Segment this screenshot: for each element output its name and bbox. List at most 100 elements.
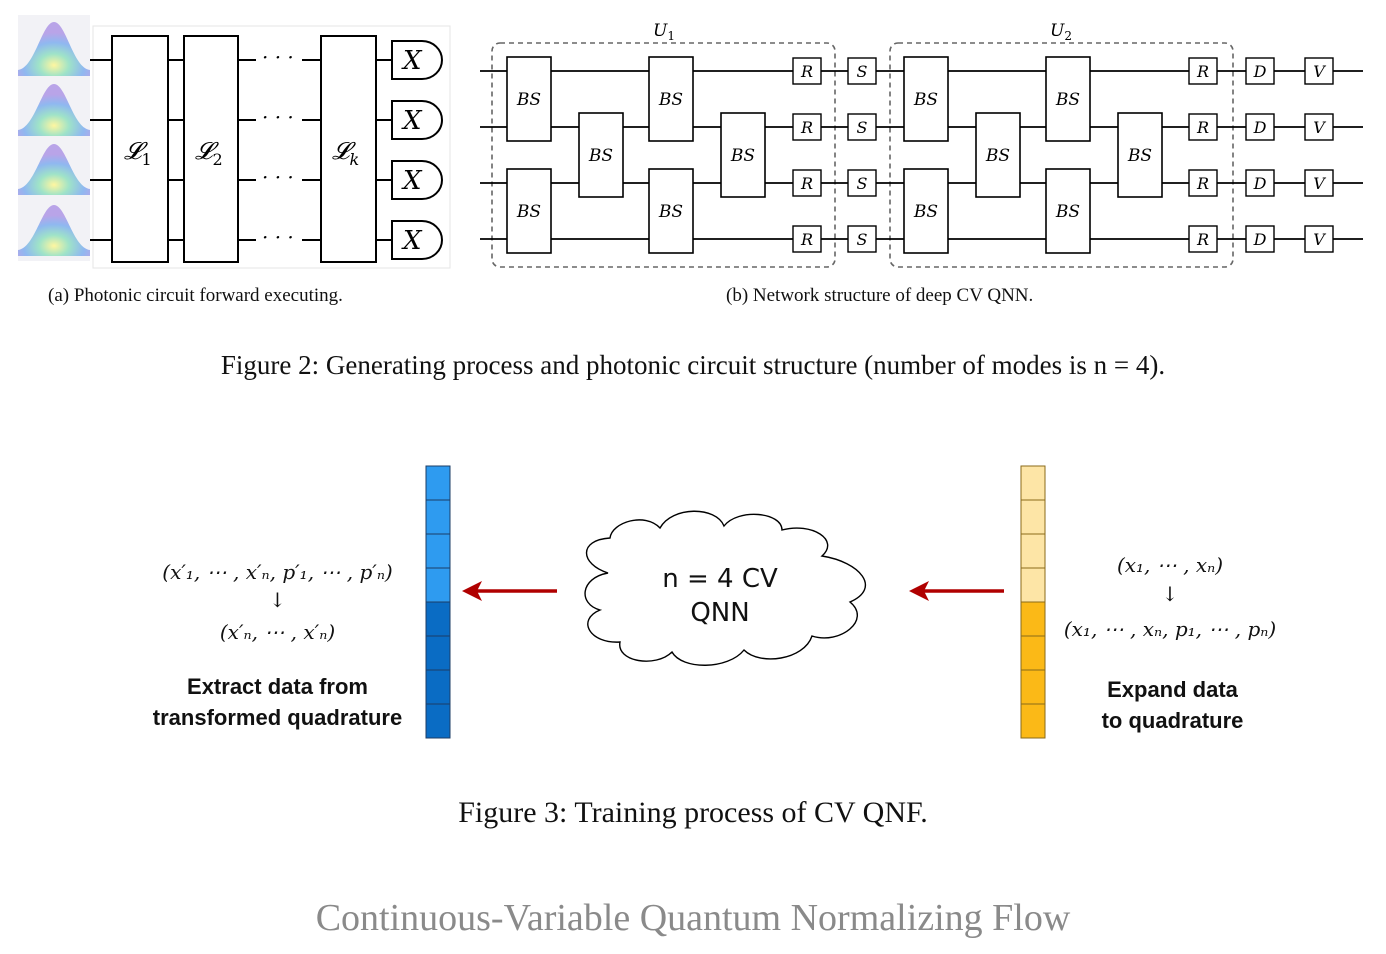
left-label-line1: Extract data from <box>187 674 368 699</box>
rotation-gate-u2-1: R <box>1188 57 1218 85</box>
right-label: Expand data to quadrature <box>1060 674 1285 736</box>
beam-splitter-3: BS <box>578 112 624 198</box>
figure2-caption: Figure 2: Generating process and photoni… <box>220 350 1166 380</box>
cloud-label-line2: QNN <box>690 598 750 628</box>
svg-text:D: D <box>1253 230 1267 249</box>
layer-1-box <box>111 35 169 263</box>
rotation-gate-1: R <box>792 57 822 85</box>
svg-text:V: V <box>1313 62 1326 81</box>
panel-a-caption: (a) Photonic circuit forward executing. <box>48 285 343 306</box>
measure-x-label-1: X <box>401 46 423 76</box>
right-label-line1: Expand data <box>1107 677 1238 702</box>
svg-text:BS: BS <box>588 146 613 166</box>
svg-text:V: V <box>1313 230 1326 249</box>
beam-splitter-1: BS <box>506 56 552 142</box>
right-quadrature-column <box>1020 465 1046 739</box>
svg-text:D: D <box>1253 118 1267 137</box>
svg-text:R: R <box>1196 174 1209 193</box>
kerr-gate-2: V <box>1304 113 1334 141</box>
block-u2 <box>889 42 1234 268</box>
right-quadrature-cell-8 <box>1020 703 1046 739</box>
displacement-gate-1: D <box>1245 57 1275 85</box>
right-label-line2: to quadrature <box>1101 708 1244 733</box>
measure-x-2 <box>391 100 443 140</box>
right-quadrature-cell-3 <box>1020 533 1046 569</box>
displacement-gate-2: D <box>1245 113 1275 141</box>
svg-text:V: V <box>1313 174 1326 193</box>
left-quadrature-cell-7 <box>425 669 451 705</box>
figure3-caption: Figure 3: Training process of CV QNF. <box>458 796 928 829</box>
rotation-gate-3: R <box>792 169 822 197</box>
panel-b-caption: (b) Network structure of deep CV QNN. <box>726 285 1034 306</box>
rotation-gate-u2-3: R <box>1188 169 1218 197</box>
svg-text:R: R <box>800 230 813 249</box>
ellipsis-3: · · · <box>262 165 294 189</box>
gaussian-image-1 <box>18 22 90 76</box>
left-down-arrow: ↓ <box>269 588 286 612</box>
measure-x-label-4: X <box>401 226 423 256</box>
svg-text:S: S <box>857 230 868 249</box>
left-quadrature-cell-2 <box>425 499 451 535</box>
qnn-cloud <box>584 510 867 666</box>
svg-text:BS: BS <box>658 202 683 222</box>
left-quadrature-column <box>425 465 451 739</box>
rotation-gate-4: R <box>792 225 822 253</box>
gaussian-image-3 <box>18 144 90 195</box>
footer-title: Continuous-Variable Quantum Normalizing … <box>315 897 1071 939</box>
svg-text:D: D <box>1253 174 1267 193</box>
figure2-panel-a: 𝓛1 𝓛2 𝓛k · · · · · · · · · · · · X X X X <box>18 15 451 269</box>
svg-text:BS: BS <box>985 146 1010 166</box>
svg-text:V: V <box>1313 118 1326 137</box>
left-quadrature-cell-4 <box>425 567 451 603</box>
right-formula-top: (x₁, ⋯ , xₙ) <box>1116 553 1224 577</box>
right-arrow <box>909 581 1004 601</box>
displacement-gate-4: D <box>1245 225 1275 253</box>
svg-text:S: S <box>857 174 868 193</box>
gaussian-image-2 <box>18 84 90 136</box>
measure-x-4 <box>391 220 443 260</box>
left-formula-bottom: (x′ₙ, ⋯ , x′ₙ) <box>219 620 336 644</box>
gaussian-image-4 <box>18 205 90 256</box>
svg-text:BS: BS <box>1055 202 1080 222</box>
left-quadrature-cell-8 <box>425 703 451 739</box>
svg-text:D: D <box>1253 62 1267 81</box>
layer-2-box <box>183 35 239 263</box>
kerr-gate-4: V <box>1304 225 1334 253</box>
svg-text:S: S <box>857 62 868 81</box>
beam-splitter-11: BS <box>1045 168 1091 254</box>
beam-splitter-7: BS <box>903 56 949 142</box>
measure-x-1 <box>391 40 443 80</box>
ellipsis-2: · · · <box>262 105 294 129</box>
right-down-arrow: ↓ <box>1161 582 1179 606</box>
right-quadrature-cell-1 <box>1020 465 1046 501</box>
left-quadrature-cell-1 <box>425 465 451 501</box>
right-quadrature-cell-5 <box>1020 601 1046 637</box>
left-quadrature-cell-6 <box>425 635 451 671</box>
measure-x-label-2: X <box>401 106 423 136</box>
beam-splitter-12: BS <box>1117 112 1163 198</box>
svg-text:BS: BS <box>913 202 938 222</box>
rotation-gate-2: R <box>792 113 822 141</box>
right-quadrature-cell-6 <box>1020 635 1046 671</box>
block-u2-label: U2 <box>1050 21 1072 43</box>
left-label-line2: transformed quadrature <box>152 705 403 730</box>
svg-text:BS: BS <box>1055 90 1080 110</box>
mode-wires <box>90 59 392 241</box>
block-u1 <box>491 42 836 268</box>
svg-text:BS: BS <box>1127 146 1152 166</box>
svg-text:S: S <box>857 118 868 137</box>
kerr-gate-1: V <box>1304 57 1334 85</box>
measure-x-3 <box>391 160 443 200</box>
left-quadrature-cell-3 <box>425 533 451 569</box>
left-formula-top: (x′₁, ⋯ , x′ₙ, p′₁, ⋯ , p′ₙ) <box>162 560 393 584</box>
right-quadrature-cell-2 <box>1020 499 1046 535</box>
right-formula-bottom: (x₁, ⋯ , xₙ, p₁, ⋯ , pₙ) <box>1063 617 1277 641</box>
right-quadrature-cell-4 <box>1020 567 1046 603</box>
cloud-label: n = 4 CV QNN <box>620 562 820 630</box>
beam-splitter-8: BS <box>903 168 949 254</box>
ellipsis-4: · · · <box>262 225 294 249</box>
beam-splitter-9: BS <box>975 112 1021 198</box>
svg-text:R: R <box>1196 62 1209 81</box>
beam-splitter-5: BS <box>648 168 694 254</box>
